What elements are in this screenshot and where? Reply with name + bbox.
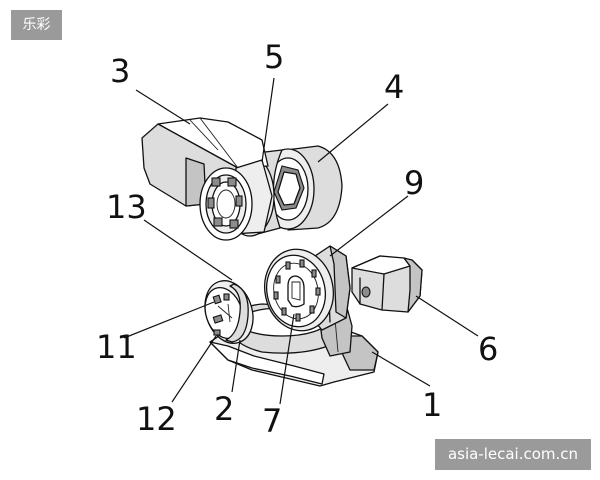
callout-numbers: 1 2 3 4 5 6 7 9 11 12 13 [96, 38, 498, 440]
leader-6 [415, 295, 479, 337]
leader-11 [123, 301, 215, 339]
leader-3 [135, 89, 191, 125]
callout-2: 2 [214, 390, 234, 428]
callout-6: 6 [478, 330, 498, 368]
callout-3: 3 [110, 52, 130, 90]
callout-12: 12 [136, 400, 177, 438]
callout-13: 13 [106, 188, 147, 226]
part-3-main-housing [141, 117, 273, 241]
leader-5 [261, 77, 275, 163]
part-11-small-ring [204, 280, 254, 344]
part-7-toothed-disk [264, 248, 334, 332]
callout-7: 7 [262, 402, 282, 440]
watermark: asia-lecai.com.cn [435, 439, 591, 470]
leader-9 [329, 195, 409, 257]
corner-badge: 乐彩 [11, 10, 62, 40]
leader-1 [371, 351, 431, 387]
callout-11: 11 [96, 328, 137, 366]
leader-13 [143, 219, 233, 281]
leader-lines [123, 77, 479, 405]
callout-4: 4 [384, 68, 404, 106]
callout-1: 1 [422, 386, 442, 424]
callout-9: 9 [404, 164, 424, 202]
callout-5: 5 [264, 38, 284, 76]
leader-7 [279, 313, 295, 405]
leader-2 [231, 339, 241, 393]
leader-4 [317, 103, 389, 163]
leader-12 [171, 335, 217, 403]
part-6-hex-cap [351, 255, 423, 313]
